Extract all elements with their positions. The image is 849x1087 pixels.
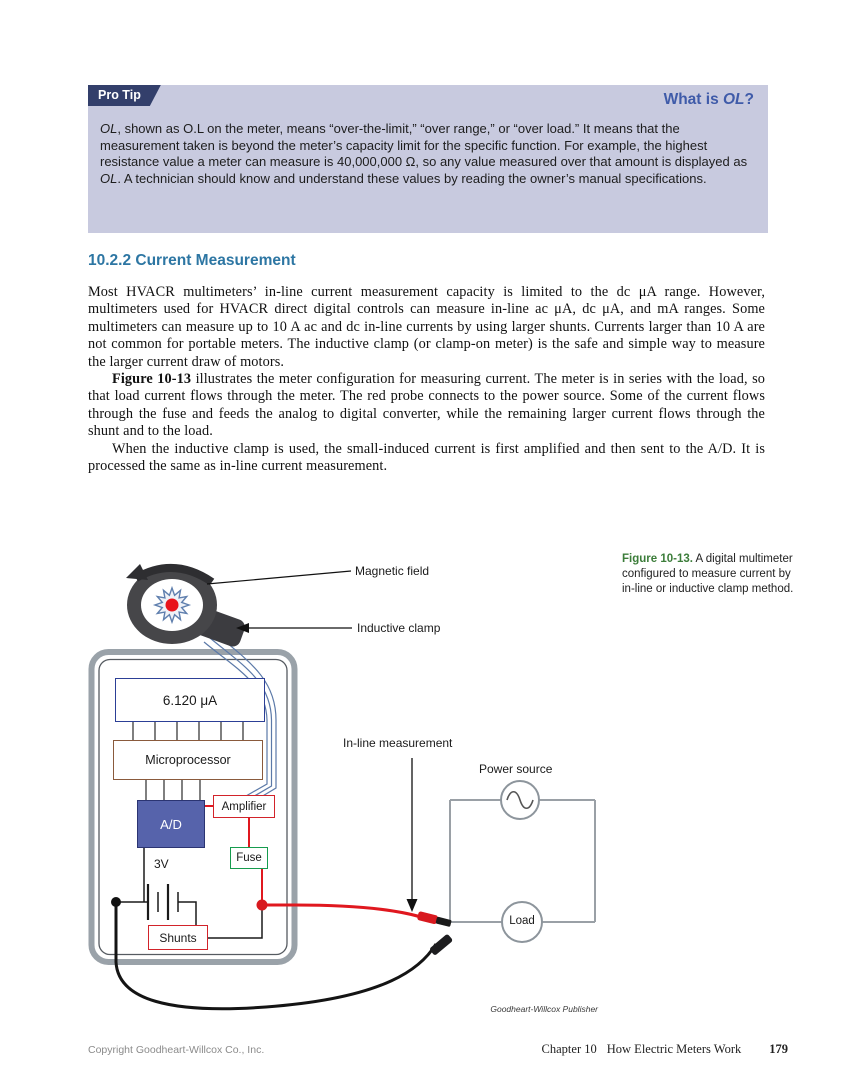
figure-10-13: 6.120 μA Microprocessor A/D Amplifier Fu…: [88, 548, 618, 1020]
power-source-symbol: [500, 780, 540, 820]
red-probe-plug: [417, 911, 452, 927]
load-symbol: [501, 901, 543, 943]
display-readout: 6.120 μA: [115, 678, 265, 722]
inline-measurement-arrow: [406, 758, 418, 912]
red-junction-dot: [256, 899, 268, 911]
footer-copyright: Copyright Goodheart-Willcox Co., Inc.: [88, 1044, 265, 1056]
bus-lines: [132, 722, 244, 800]
pro-tip-body: OL, shown as O.L on the meter, means “ov…: [100, 121, 754, 187]
microprocessor-label: Microprocessor: [145, 753, 231, 767]
paragraph-2-rest: illustrates the meter configuration for …: [88, 371, 765, 440]
paragraph-2: Figure 10-13 illustrates the meter confi…: [88, 371, 765, 441]
circuit-wires: [449, 799, 596, 923]
paragraph-1: Most HVACR multimeters’ in-line current …: [88, 284, 765, 370]
pro-tip-title: What is OL?: [664, 91, 754, 109]
amplifier-label: Amplifier: [221, 800, 267, 813]
label-inductive-clamp: Inductive clamp: [357, 621, 441, 635]
red-wires: [205, 805, 422, 919]
fuse-label: Fuse: [236, 852, 262, 864]
pro-tip-title-suffix: ?: [744, 91, 754, 108]
black-probe-plug: [430, 934, 453, 955]
pro-tip-body-seg: OL: [100, 170, 118, 186]
pro-tip-body-seg: , shown as O.L on the meter, means “over…: [100, 121, 748, 170]
inductive-clamp-illustration: [126, 564, 245, 647]
inductive-clamp-arrowhead: [236, 623, 249, 633]
pro-tip-tab: Pro Tip: [88, 85, 161, 106]
pro-tip-title-term: OL: [723, 91, 745, 108]
footer-book-section: How Electric Meters Work: [606, 1042, 742, 1056]
footer-chapter: Chapter 10: [541, 1042, 597, 1056]
ad-label: A/D: [160, 816, 182, 832]
label-inline-measurement: In-line measurement: [343, 736, 453, 750]
figure-caption-label: Figure 10-13.: [622, 553, 693, 565]
footer-page-number: 179: [769, 1042, 788, 1056]
body-text-column: Most HVACR multimeters’ in-line current …: [88, 284, 765, 475]
conductor-dot: [165, 598, 179, 612]
footer-running-head: Chapter 10 How Electric Meters Work 179: [542, 1042, 788, 1057]
paragraph-3: When the inductive clamp is used, the sm…: [88, 440, 765, 475]
label-load: Load: [509, 915, 535, 927]
microprocessor-box: Microprocessor: [113, 740, 263, 780]
section-heading: 10.2.2 Current Measurement: [88, 252, 296, 269]
pro-tip-body-seg: OL: [100, 121, 118, 136]
black-junction-dot: [111, 897, 121, 907]
label-magnetic-field: Magnetic field: [355, 564, 430, 578]
pointer-lines: [206, 570, 352, 629]
figure-caption-text: A digital multimeter configured to measu…: [622, 553, 794, 595]
publisher-credit: Goodheart-Willcox Publisher: [490, 1004, 598, 1014]
display-value: 6.120 μA: [162, 692, 218, 708]
pro-tip-box: Pro Tip What is OL? OL, shown as O.L on …: [88, 85, 768, 233]
fuse-box: Fuse: [230, 847, 268, 869]
amplifier-box: Amplifier: [213, 795, 275, 818]
shunts-label: Shunts: [159, 930, 197, 945]
pro-tip-title-prefix: What is: [663, 91, 723, 108]
black-probe-wire: [114, 905, 438, 1011]
internal-wires: [116, 848, 263, 939]
figure-reference: Figure 10-13: [112, 371, 192, 388]
ad-converter-box: A/D: [137, 800, 205, 848]
pro-tip-body-seg: . A technician should know and understan…: [117, 170, 707, 186]
label-power-source: Power source: [479, 762, 553, 776]
shunts-box: Shunts: [148, 925, 208, 950]
figure-caption: Figure 10-13. A digital multimeter confi…: [622, 552, 794, 597]
label-battery-voltage: 3V: [154, 857, 169, 871]
